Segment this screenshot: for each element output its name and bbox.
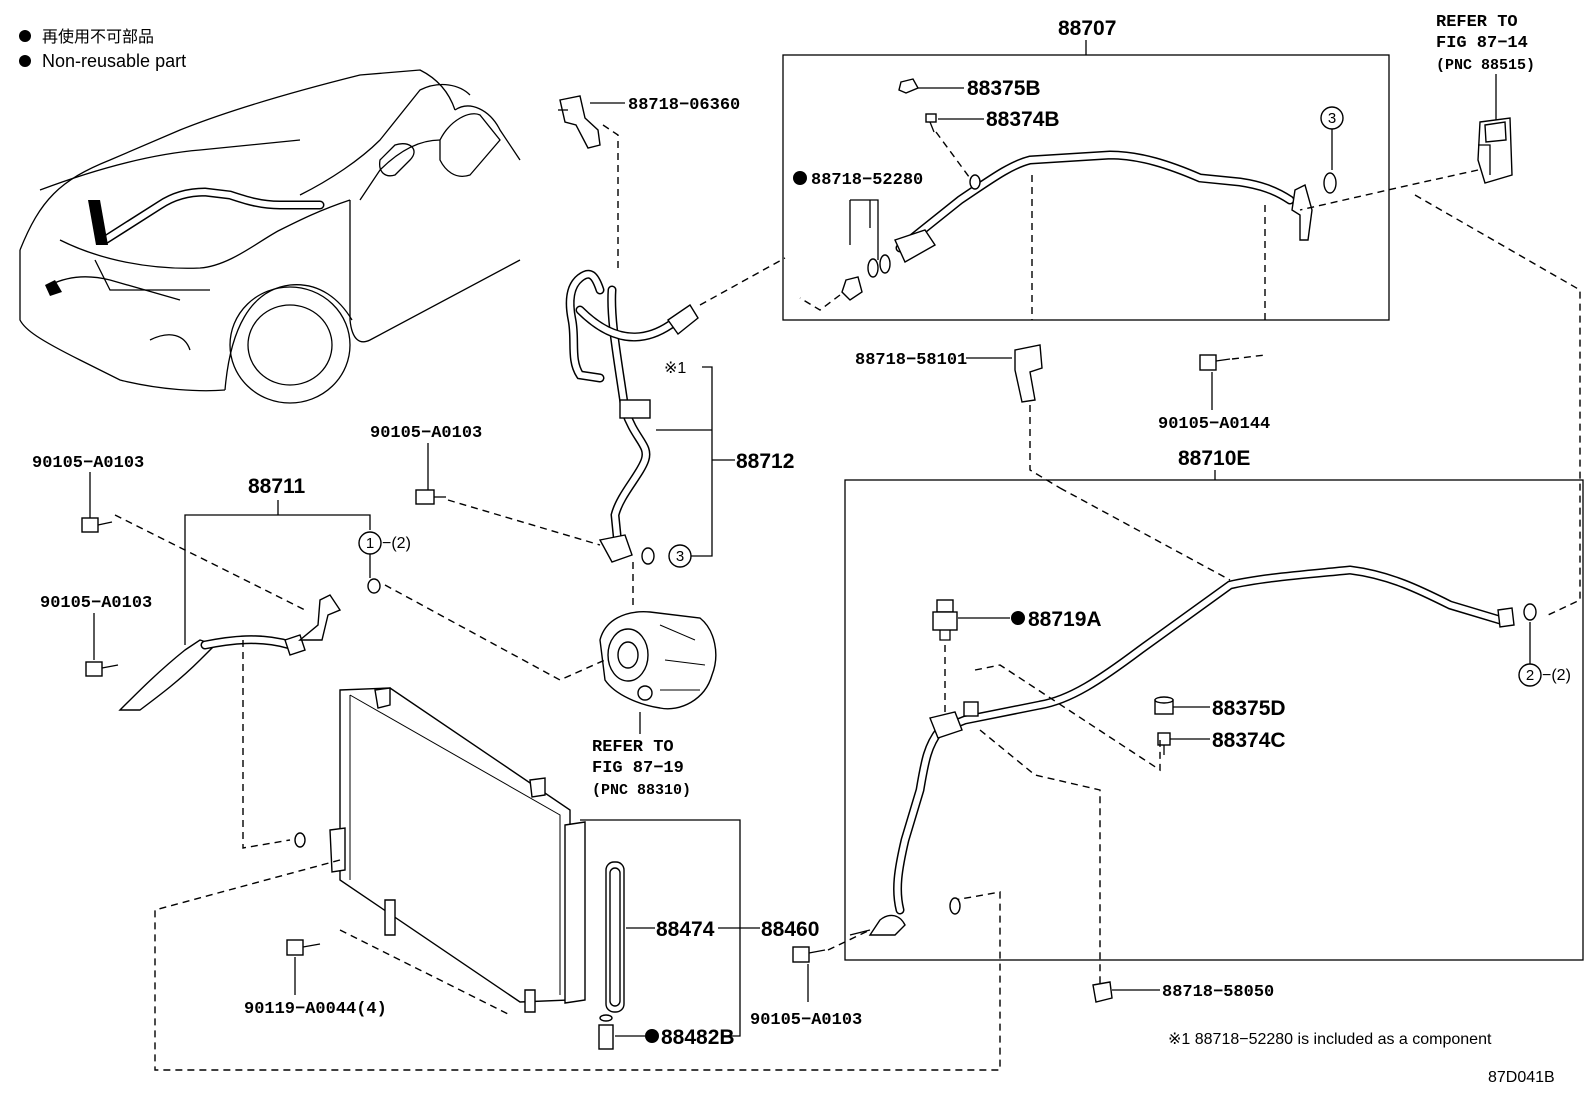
label-88375B: 88375B (967, 77, 1041, 100)
hose-88712 (565, 269, 699, 563)
ref2-line2: FIG 87−19 (592, 759, 684, 778)
cap-88375B-icon (898, 78, 919, 94)
label-90105-A0144: 90105−A0144 (1158, 415, 1270, 434)
label-90105-A0103-top: 90105−A0103 (370, 424, 482, 443)
footnote: ※1 88718−52280 is included as a componen… (1168, 1031, 1492, 1048)
circle-3-mid (668, 544, 692, 568)
box-88710E (844, 479, 1584, 961)
bolt-icon (415, 489, 446, 505)
ref2-line3: (PNC 88310) (592, 782, 691, 799)
bolt-icon-left (81, 517, 113, 533)
legend-bullet-en (19, 55, 31, 67)
svg-text:2: 2 (1526, 667, 1534, 684)
nonreusable-dot-52280 (793, 171, 807, 185)
condenser-icon (329, 687, 586, 1013)
note1-mark: ※1 (664, 360, 686, 377)
label-88719A: 88719A (1028, 608, 1102, 631)
pipe-fitting-icon (894, 229, 936, 263)
label-88711: 88711 (248, 475, 306, 498)
label-88718-06360: 88718−06360 (628, 96, 740, 115)
bolt-90119-icon (286, 939, 321, 956)
oring-icon-5 (1523, 603, 1537, 621)
label-88374B: 88374B (986, 108, 1060, 131)
label-88718-52280: 88718−52280 (811, 171, 923, 190)
oring-icon-3 (641, 547, 655, 565)
clip-58101-icon (1014, 344, 1043, 403)
pressure-switch-88719A-icon (932, 599, 958, 641)
qty-2-b: −(2) (1542, 667, 1571, 684)
legend-bullet-jp (19, 30, 31, 42)
car-pipe-highlight (45, 187, 325, 296)
label-88712: 88712 (736, 450, 794, 473)
plug-88482B-icon (598, 1014, 614, 1050)
nonreusable-dot-88482B (645, 1029, 659, 1043)
svg-text:3: 3 (1328, 110, 1336, 127)
legend-jp: 再使用不可部品 (42, 28, 154, 46)
label-88482B: 88482B (661, 1026, 735, 1049)
compressor-icon (599, 611, 717, 710)
label-90119-A0044: 90119−A0044(4) (244, 1000, 387, 1019)
ref2-line1: REFER TO (592, 738, 674, 757)
qty-2-a: −(2) (382, 535, 411, 552)
label-88474: 88474 (656, 918, 715, 941)
svg-text:1: 1 (366, 535, 374, 552)
clip-58050-icon (1092, 981, 1113, 1003)
oring-3-icon (1323, 172, 1337, 194)
bolt-bottom-icon (792, 946, 826, 963)
ref1-line2: FIG 87−14 (1436, 34, 1528, 53)
oring-icon-6 (949, 897, 961, 915)
label-90105-A0103-left2: 90105−A0103 (40, 594, 152, 613)
nonreusable-dot-88719A (1011, 611, 1025, 625)
bolt-A0144-icon (1199, 354, 1231, 371)
label-88375D: 88375D (1212, 697, 1286, 720)
oring-icon-4 (367, 578, 381, 594)
ref1-line1: REFER TO (1436, 13, 1518, 32)
bolt-icon-left2 (85, 661, 119, 677)
label-88718-58101: 88718−58101 (855, 351, 967, 370)
label-88707: 88707 (1058, 17, 1116, 40)
ref1-line3: (PNC 88515) (1436, 57, 1535, 74)
car-illustration (19, 69, 521, 404)
clip-88718-06360-icon (558, 95, 601, 149)
oring-icon (867, 258, 879, 278)
clip-icon (841, 276, 863, 301)
label-90105-A0103-bottom: 90105−A0103 (750, 1011, 862, 1030)
oring-icon-2 (879, 254, 891, 274)
legend-en: Non-reusable part (42, 51, 186, 71)
evaporator-unit-icon (1477, 117, 1513, 184)
svg-text:3: 3 (676, 548, 684, 565)
label-88718-58050: 88718−58050 (1162, 983, 1274, 1002)
bracket-icon (1291, 183, 1313, 241)
hose-88711 (118, 594, 342, 711)
label-90105-A0103-left: 90105−A0103 (32, 454, 144, 473)
receiver-88474-icon (605, 861, 625, 1013)
label-88374C: 88374C (1212, 729, 1286, 752)
cap-88375D-icon (1154, 696, 1174, 715)
label-88710E: 88710E (1178, 447, 1250, 470)
valve-88374B-icon (925, 113, 937, 133)
label-88460: 88460 (761, 918, 819, 941)
figure-code: 87D041B (1488, 1069, 1555, 1086)
